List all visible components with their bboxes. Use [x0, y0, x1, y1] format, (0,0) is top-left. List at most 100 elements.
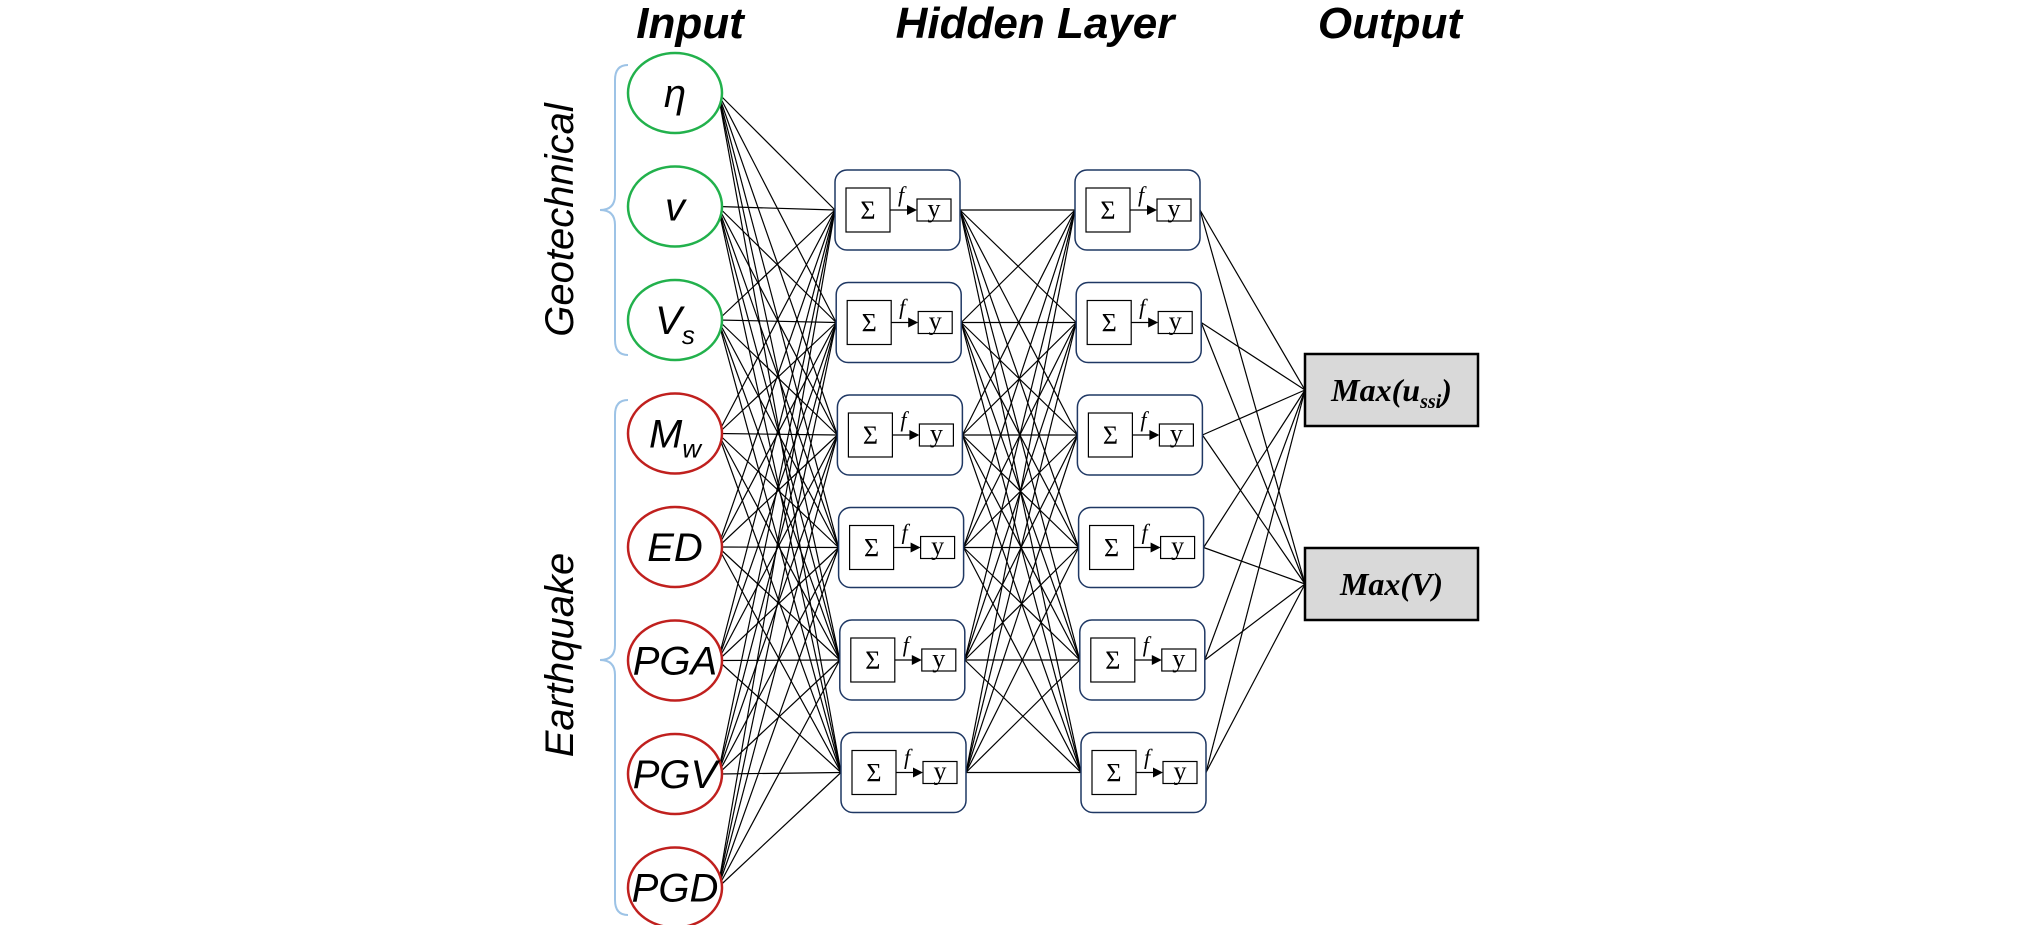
earthquake-brace: [599, 399, 629, 916]
input-node-label: Vs: [655, 299, 695, 350]
activation-function-symbol: f: [899, 295, 908, 320]
input-node-circle: [626, 732, 724, 816]
neuron-output-symbol: y: [929, 307, 942, 336]
activation-function-symbol: f: [904, 745, 913, 770]
hidden-hidden-connection: [963, 209, 1076, 548]
input-node-label: ED: [647, 526, 703, 570]
activation-function-symbol: f: [1144, 745, 1153, 770]
neuron-output-symbol: y: [1174, 757, 1187, 786]
input-hidden-connection: [717, 209, 836, 661]
hidden-hidden-connection: [965, 434, 1078, 773]
input-node-label: η: [664, 72, 686, 116]
input-node-label: PGD: [632, 867, 719, 911]
input-hidden-connection: [717, 209, 836, 548]
activation-function-symbol: f: [902, 520, 911, 545]
input-node-circle: [626, 619, 724, 702]
input-node: PGV: [626, 732, 724, 816]
input-hidden-connection: [717, 434, 838, 888]
hidden-output-connection: [1203, 389, 1306, 548]
input-hidden-connection: [717, 322, 837, 888]
summation-box: [1088, 524, 1135, 571]
neuron-output-symbol: y: [932, 644, 945, 673]
input-hidden-connection: [717, 547, 840, 888]
input-node: ED: [626, 505, 724, 589]
neuron-output-symbol: y: [1172, 644, 1185, 673]
hidden-output-connection: [1199, 209, 1306, 391]
geotechnical-brace: [599, 64, 629, 356]
summation-symbol: Σ: [862, 309, 877, 338]
arrow-head-icon: [1151, 655, 1162, 665]
neuron-output-box: [922, 760, 958, 785]
output-node-label: Max(V): [1339, 566, 1443, 602]
input-hidden-connection: [717, 209, 836, 434]
hidden-output-connection: [1200, 322, 1306, 585]
connections: [717, 92, 1306, 888]
activation-function-symbol: f: [1142, 520, 1151, 545]
input-hidden-connection: [717, 209, 836, 775]
hidden-output-connection: [1205, 583, 1306, 773]
summation-box: [1086, 299, 1132, 346]
hidden-layer-header: Hidden Layer: [896, 0, 1178, 48]
arrow-head-icon: [908, 317, 919, 328]
hidden-output-connection: [1204, 583, 1306, 661]
hidden-hidden-connection: [961, 209, 1076, 436]
neuron-output-box: [916, 198, 952, 222]
input-node: PGA: [626, 619, 724, 702]
output-node-box: [1303, 546, 1480, 622]
input-hidden-connection: [717, 92, 842, 773]
input-node: PGD: [626, 846, 724, 925]
input-node-circle: [626, 846, 724, 925]
hidden-output-connection: [1200, 321, 1306, 391]
hidden-output-connection: [1203, 546, 1306, 585]
summation-box: [847, 412, 894, 458]
activation-function-symbol: f: [900, 407, 909, 432]
neuron-output-symbol: y: [928, 194, 941, 223]
summation-symbol: Σ: [1102, 309, 1117, 338]
summation-box: [848, 524, 895, 571]
activation-function-symbol: f: [903, 632, 912, 657]
output-layer: Max(ussi) Max(V): [1303, 352, 1480, 622]
neuron-output-symbol: y: [934, 757, 947, 786]
input-node-label: Mw: [649, 413, 703, 464]
summation-symbol: Σ: [1104, 534, 1119, 563]
input-hidden-connection: [717, 209, 836, 321]
input-node-circle: [626, 505, 724, 589]
arrow-head-icon: [907, 205, 917, 215]
hidden-output-connection: [1202, 389, 1306, 436]
summation-box: [1085, 187, 1131, 233]
arrow-head-icon: [910, 542, 921, 553]
neuron-output-box: [1159, 535, 1196, 560]
input-hidden-connection: [717, 659, 841, 888]
input-node: Vs: [626, 278, 724, 362]
activation-function-symbol: f: [1139, 295, 1148, 320]
hidden-output-connection: [1204, 389, 1306, 661]
summation-symbol: Σ: [864, 534, 879, 563]
input-node: η: [626, 51, 724, 135]
neuron-output-box: [1157, 310, 1193, 335]
neuron-output-box: [919, 535, 956, 560]
neuron-output-box: [921, 648, 957, 672]
input-hidden-connection: [717, 772, 842, 888]
summation-symbol: Σ: [1103, 421, 1118, 450]
neuron-output-symbol: y: [930, 419, 943, 448]
output-node-label: Max(ussi): [1330, 372, 1452, 413]
input-node: v: [626, 165, 724, 248]
input-node: Mw: [626, 392, 724, 475]
output-header: Output: [1318, 0, 1465, 48]
earthquake-group-label: Earthquake: [538, 553, 582, 758]
activation-function-symbol: f: [1143, 632, 1152, 657]
input-hidden-connection: [717, 205, 836, 211]
arrow-head-icon: [1150, 542, 1161, 553]
summation-symbol: Σ: [860, 196, 875, 225]
neuron-output-box: [1158, 423, 1195, 447]
